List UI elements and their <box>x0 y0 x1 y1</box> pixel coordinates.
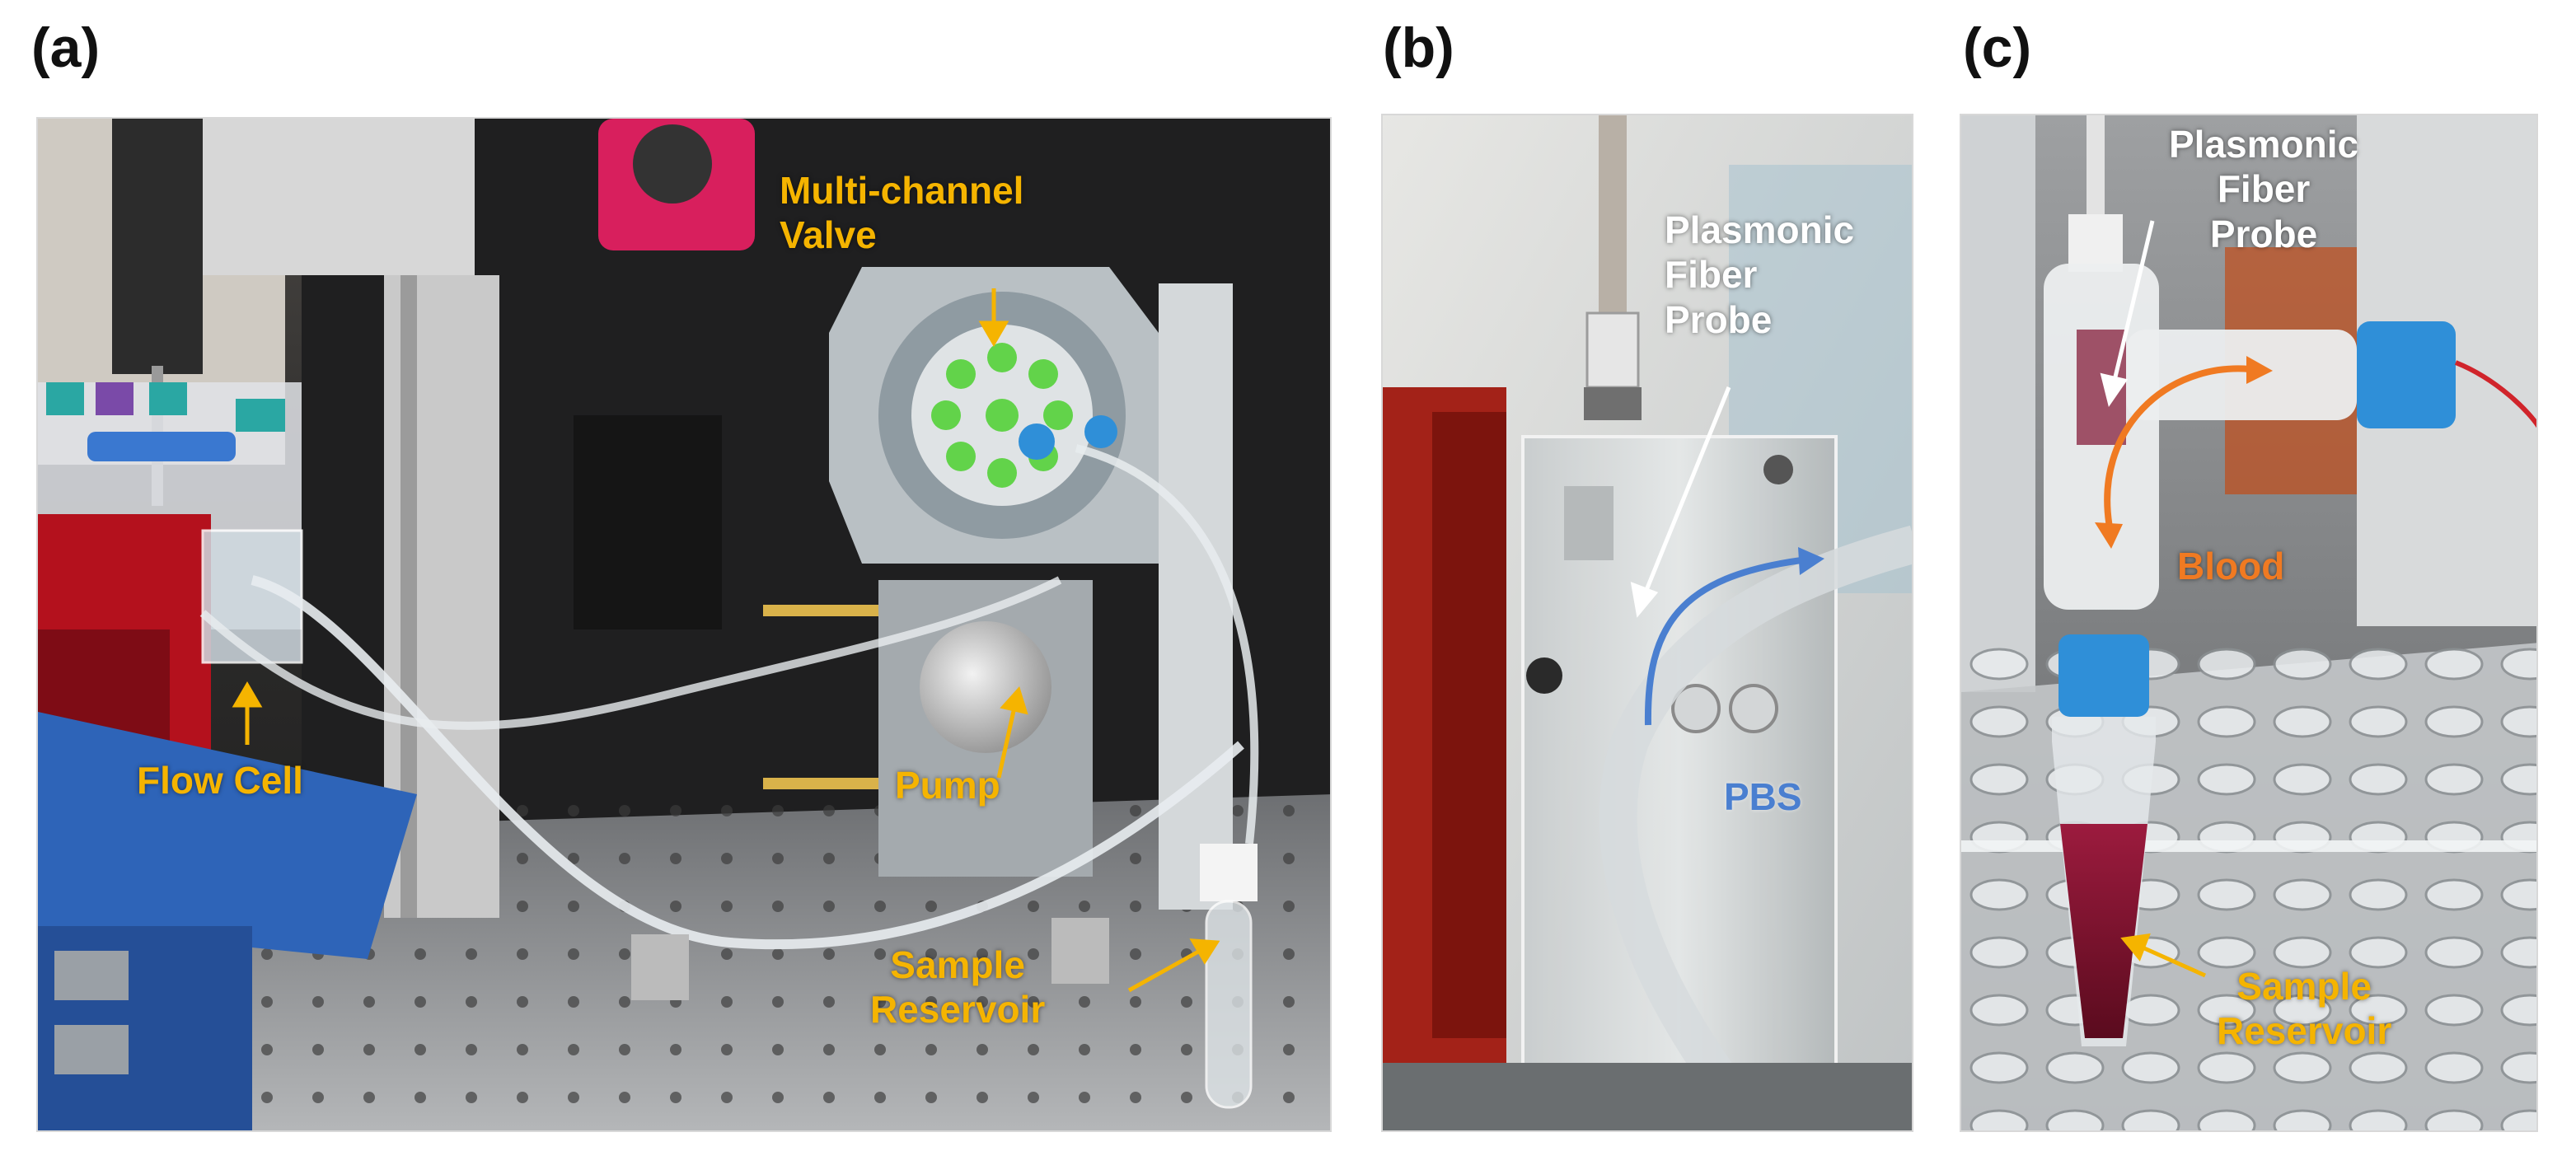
photo-panel-b: Plasmonic Fiber Probe PBS <box>1381 114 1913 1132</box>
label-multichannel-valve: Multi-channel Valve <box>780 169 1024 257</box>
label-pbs: PBS <box>1724 775 1802 818</box>
label-sample-reservoir-c: Sample Reservoir <box>2217 965 2392 1053</box>
label-pump: Pump <box>895 764 1000 807</box>
label-sample-reservoir-a: Sample Reservoir <box>870 943 1046 1032</box>
label-plasmonic-fiber-probe-c: Plasmonic Fiber Probe <box>2169 123 2359 255</box>
panel-letter-b: (b) <box>1383 16 1454 79</box>
label-blood: Blood <box>2177 545 2285 587</box>
label-plasmonic-fiber-probe-b: Plasmonic Fiber Probe <box>1665 208 1855 341</box>
label-flow-cell: Flow Cell <box>137 759 303 802</box>
photo-a-illustration <box>38 119 1330 1130</box>
photo-panel-a: Multi-channel Valve Flow Cell Pump Sampl… <box>36 117 1332 1132</box>
panel-letter-a: (a) <box>31 16 101 79</box>
panel-letter-c: (c) <box>1963 16 2032 79</box>
photo-b-illustration <box>1383 115 1912 1130</box>
photo-panel-c: Plasmonic Fiber Probe Blood Sample Reser… <box>1960 114 2538 1132</box>
photo-c-illustration <box>1961 115 2536 1130</box>
